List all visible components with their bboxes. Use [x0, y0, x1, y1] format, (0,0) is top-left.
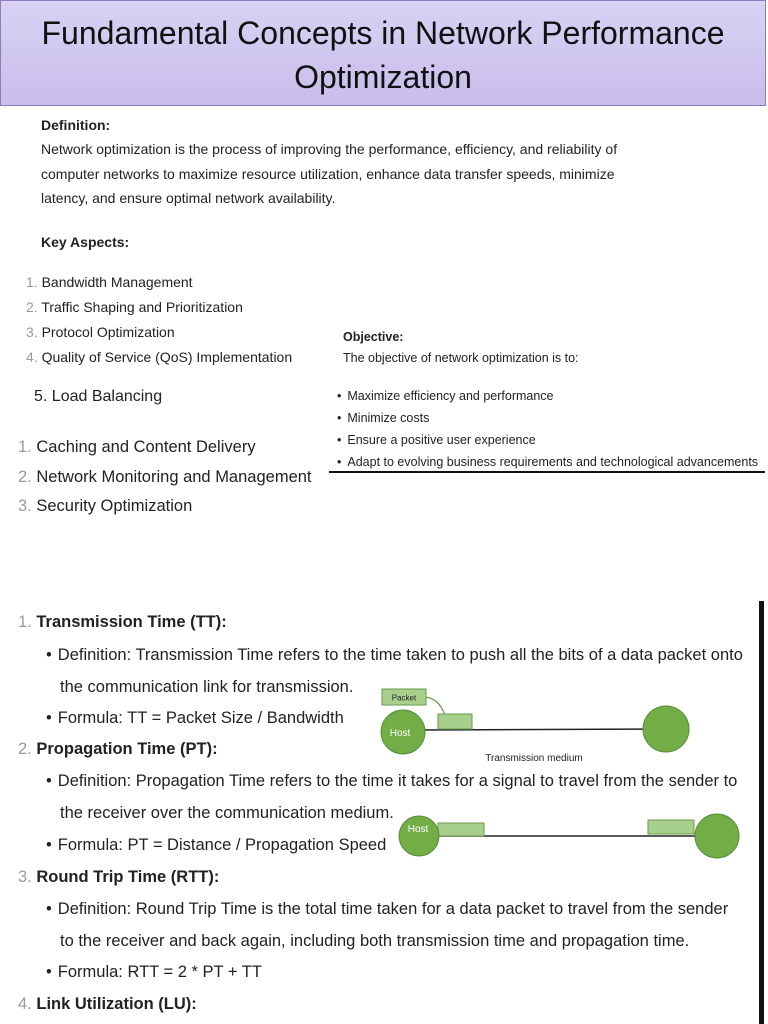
vertical-divider [759, 601, 764, 1024]
host-label: Host [408, 824, 429, 835]
concept-formula: Formula: TT = Packet Size / Bandwidth [46, 709, 344, 728]
concept-definition-cont: to the receiver and back again, includin… [60, 932, 690, 950]
list-number: 3. [26, 324, 38, 340]
concept-definition-cont: the receiver over the communication medi… [60, 804, 394, 822]
list-label: Quality of Service (QoS) Implementation [41, 349, 293, 365]
concept-heading: 2. Propagation Time (PT): [18, 740, 218, 759]
packet-block-sent [437, 822, 485, 837]
list-number: 4. [26, 349, 38, 365]
list-number: 2. [18, 740, 32, 758]
concept-title: Propagation Time (PT): [36, 740, 218, 758]
packet-block [437, 713, 473, 730]
concept-heading: 3. Round Trip Time (RTT): [18, 868, 219, 887]
packet-block-arrived [647, 819, 695, 835]
list-number: 2. [18, 468, 32, 486]
host-node [398, 815, 440, 857]
list-label: Traffic Shaping and Prioritization [41, 299, 243, 315]
definition-line: Network optimization is the process of i… [41, 141, 618, 157]
load-balancing-item: 5. Load Balancing [34, 388, 163, 405]
objective-intro: The objective of network optimization is… [343, 351, 579, 365]
list-item: 3. Protocol Optimization [26, 324, 175, 340]
packet-label: Packet [392, 694, 417, 703]
list-number: 1. [18, 613, 32, 631]
list-number: 3. [18, 868, 32, 886]
transmission-diagram: Packet Host Transmission medium [380, 688, 690, 764]
objective-heading: Objective: [343, 330, 404, 344]
definition-line: latency, and ensure optimal network avai… [41, 190, 336, 206]
list-item: 2. Network Monitoring and Management [18, 468, 312, 487]
list-item: 4. Quality of Service (QoS) Implementati… [26, 349, 292, 365]
concept-heading: 4. Link Utilization (LU): [18, 995, 197, 1014]
list-item: 2. Traffic Shaping and Prioritization [26, 299, 243, 315]
objective-bullet: Maximize efficiency and performance [337, 389, 553, 403]
list-label: Protocol Optimization [41, 324, 175, 340]
medium-label: Transmission medium [485, 753, 582, 764]
definition-heading: Definition: [41, 117, 111, 133]
objective-bullet: Minimize costs [337, 411, 429, 425]
objective-bullet: Adapt to evolving business requirements … [337, 455, 758, 469]
host-node [380, 709, 426, 755]
concept-definition-cont: the communication link for transmission. [60, 678, 354, 696]
list-number: 1. [26, 274, 38, 290]
receiver-node [694, 813, 740, 859]
concept-heading: 1. Transmission Time (TT): [18, 613, 227, 632]
list-item: 3. Security Optimization [18, 497, 192, 516]
concept-title: Transmission Time (TT): [36, 613, 227, 631]
propagation-diagram: Host [398, 813, 740, 859]
list-label: Network Monitoring and Management [36, 468, 312, 486]
list-number: 3. [18, 497, 32, 515]
list-label: Bandwidth Management [41, 274, 193, 290]
list-item: 1. Caching and Content Delivery [18, 438, 256, 457]
concept-title: Link Utilization (LU): [36, 995, 197, 1013]
host-label: Host [390, 728, 411, 739]
concept-definition: Definition: Propagation Time refers to t… [46, 772, 738, 791]
list-label: Caching and Content Delivery [36, 438, 256, 456]
list-item: 1. Bandwidth Management [26, 274, 193, 290]
receiver-node [642, 705, 690, 753]
divider-line [329, 471, 765, 473]
key-aspects-heading: Key Aspects: [41, 234, 130, 250]
list-number: 1. [18, 438, 32, 456]
slide-title: Fundamental Concepts in Network Performa… [0, 0, 766, 106]
concept-definition: Definition: Round Trip Time is the total… [46, 900, 728, 919]
transmission-link [417, 728, 667, 731]
list-number: 2. [26, 299, 38, 315]
concept-formula: Formula: PT = Distance / Propagation Spe… [46, 836, 387, 855]
concept-definition: Definition: Transmission Time refers to … [46, 646, 743, 665]
definition-line: computer networks to maximize resource u… [41, 166, 615, 182]
list-label: Security Optimization [36, 497, 193, 515]
concept-formula: Formula: RTT = 2 * PT + TT [46, 963, 262, 982]
list-number: 4. [18, 995, 32, 1013]
objective-bullet: Ensure a positive user experience [337, 433, 535, 447]
concept-title: Round Trip Time (RTT): [36, 868, 220, 886]
